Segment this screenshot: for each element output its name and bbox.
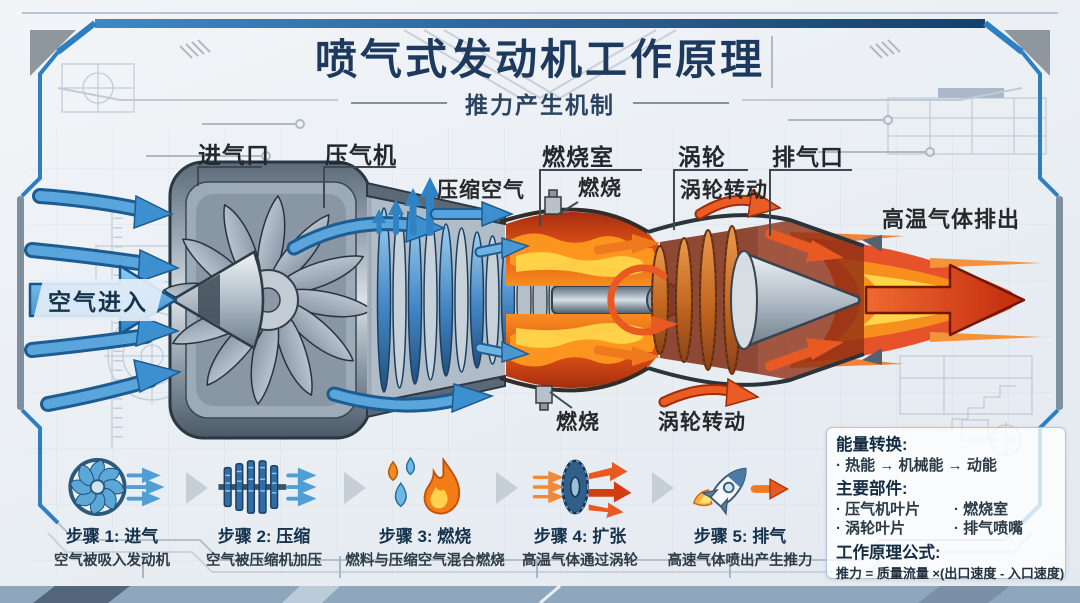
- formula-title: 工作原理公式:: [836, 543, 941, 562]
- anno-turbine-spin-top: 涡轮转动: [680, 179, 768, 202]
- anno-combustion-bottom: 燃烧: [556, 411, 600, 434]
- info-panel: 能量转换: · 热能 → 机械能 → 动能 主要部件: · 压气机叶片 · 燃烧…: [826, 427, 1066, 582]
- chevron-icon: [186, 472, 208, 504]
- part-item: · 压气机叶片: [836, 500, 921, 518]
- compressor-blades: [376, 207, 516, 393]
- fan-blades: [162, 194, 374, 406]
- step-title: 步骤 5: 排气: [693, 527, 787, 546]
- step-desc: 高速气体喷出产生推力: [667, 553, 813, 569]
- spinner-cone: [169, 250, 265, 350]
- label-intake: 进气口: [198, 142, 270, 168]
- label-exhaust: 排气口: [772, 144, 844, 170]
- subtitle-line-left: [351, 102, 447, 104]
- step-2-compress: 步骤 2: 压缩 空气被压缩机加压: [176, 456, 352, 570]
- exhaust-plume: [790, 232, 1042, 368]
- turbine-discs: [651, 225, 741, 375]
- part-item: · 燃烧室: [954, 500, 1009, 518]
- air-in-text: 空气进入: [48, 289, 148, 315]
- fuel-flame-icon: [337, 456, 513, 518]
- step-desc: 燃料与压缩空气混合燃烧: [345, 553, 505, 569]
- compressor-section: [366, 181, 564, 419]
- anno-hot-gas-out: 高温气体排出: [882, 207, 1021, 232]
- label-compressor: 压气机: [325, 142, 397, 168]
- step-title: 步骤 2: 压缩: [217, 527, 311, 546]
- duct-flow-arrows: [286, 210, 531, 414]
- subtitle-row: 推力产生机制: [0, 86, 1080, 120]
- step-5-exhaust: 步骤 5: 排气 高速气体喷出产生推力: [652, 456, 828, 570]
- anno-compressed-air: 压缩空气: [437, 179, 525, 202]
- exhaust-cone: [647, 213, 882, 387]
- label-turbine: 涡轮: [678, 144, 726, 170]
- compressor-icon: [176, 456, 352, 518]
- step-title: 步骤 1: 进气: [65, 527, 159, 546]
- chevron-icon: [496, 472, 518, 504]
- step-title: 步骤 3: 燃烧: [378, 527, 472, 546]
- step-4-expand: 步骤 4: 扩张 高温气体通过涡轮: [492, 456, 668, 570]
- intake-section: [162, 160, 374, 440]
- step-desc: 空气被吸入发动机: [54, 553, 170, 569]
- part-item: · 排气喷嘴: [954, 520, 1024, 538]
- fuel-injectors: [535, 189, 562, 411]
- step-desc: 高温气体通过涡轮: [522, 553, 638, 569]
- parts-grid: · 压气机叶片 · 燃烧室 · 涡轮叶片 · 排气喷嘴: [836, 500, 1056, 539]
- rocket-icon: [652, 456, 828, 518]
- turbine-section: [651, 220, 864, 380]
- blueprint-doodles: [57, 63, 1047, 458]
- energy-title: 能量转换:: [836, 436, 908, 454]
- anno-turbine-spin-bottom: 涡轮转动: [658, 411, 746, 434]
- subtitle-line-right: [633, 102, 729, 104]
- step-desc: 空气被压缩机加压: [206, 553, 322, 569]
- step-1-intake: 步骤 1: 进气 空气被吸入发动机: [24, 456, 200, 570]
- exhaust-arrow: [864, 263, 1026, 337]
- formula-value: 推力 = 质量流量 ×(出口速度 - 入口速度): [836, 566, 1065, 582]
- energy-value: · 热能 → 机械能 → 动能: [836, 456, 997, 474]
- combustion-chamber: [499, 189, 660, 411]
- fan-icon: [24, 456, 200, 518]
- label-combustor: 燃烧室: [542, 144, 614, 170]
- page-title: 喷气式发动机工作原理: [314, 36, 765, 83]
- turbine-icon: [492, 456, 668, 518]
- page-subtitle: 推力产生机制: [465, 92, 615, 118]
- hot-flow-arrows: [593, 229, 844, 371]
- chevron-icon: [344, 472, 366, 504]
- parts-title: 主要部件:: [836, 480, 908, 499]
- anno-air-in: 空气进入: [32, 279, 166, 321]
- shaft: [551, 282, 682, 318]
- turbine-spin-arrow-bottom: [658, 377, 760, 408]
- anno-combustion-top: 燃烧: [578, 177, 622, 200]
- step-3-combust: 步骤 3: 燃烧 燃料与压缩空气混合燃烧: [337, 456, 513, 570]
- chevron-icon: [652, 472, 674, 504]
- part-item: · 涡轮叶片: [836, 520, 906, 538]
- step-title: 步骤 4: 扩张: [533, 527, 627, 546]
